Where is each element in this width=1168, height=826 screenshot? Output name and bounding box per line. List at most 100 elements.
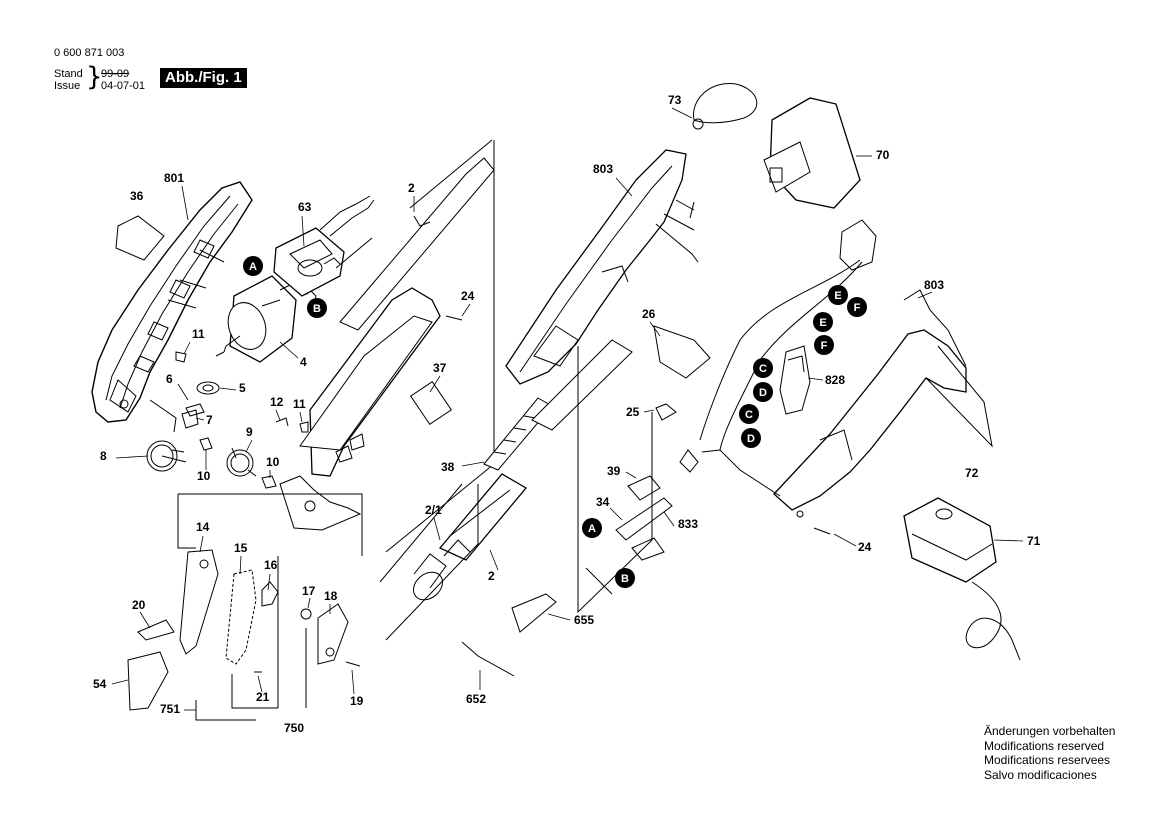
label-14: 14 [196,520,210,534]
part-17 [300,608,312,620]
label-38: 38 [441,460,455,474]
screw-19 [345,661,361,667]
label-655: 655 [574,613,594,627]
modifications-note: Änderungen vorbehalten Modifications res… [984,724,1154,782]
label-plate-37 [410,380,452,426]
bracket-63 [273,195,375,297]
label-plate-36 [115,215,165,261]
charger-cord [965,581,1021,661]
pinion-7 [181,409,199,429]
label-833: 833 [678,517,698,531]
issue-date: 04-07-01 [101,80,146,92]
pin-10a [199,437,213,451]
wire-833 [615,497,673,541]
label-751: 751 [160,702,180,716]
label-9: 9 [246,425,253,439]
label-24-upper: 24 [461,289,475,303]
screw-24a [445,315,463,321]
charger-71 [903,497,997,583]
stand-date: 99-09 [101,68,130,80]
frame-750 [177,493,363,556]
label-39: 39 [607,464,621,478]
note-english: Modifications reserved [984,738,1105,753]
label-828: 828 [825,373,845,387]
label-17: 17 [302,584,316,598]
note-spanish: Salvo modificaciones [984,767,1097,782]
label-4: 4 [300,355,307,369]
label-26: 26 [642,307,656,321]
sprocket-16 [261,581,279,607]
connector-f-1-letter: F [854,302,861,314]
screw-24b [813,527,831,535]
connector-f-2-letter: F [821,340,828,352]
switch-828 [779,345,811,415]
label-2-upper: 2 [408,181,415,195]
label-18: 18 [324,589,338,603]
connector-b-2 [615,568,635,588]
connector-c-1-letter: C [759,363,767,375]
label-10-left: 10 [197,469,211,483]
label-16: 16 [264,558,278,572]
label-652: 652 [466,692,486,706]
housing-half-803-right [773,289,993,518]
label-25: 25 [626,405,640,419]
label-15: 15 [234,541,248,555]
label-803-right: 803 [924,278,944,292]
connector-a-2-letter: A [588,523,596,535]
connector-b-1-letter: B [313,303,321,315]
housing-half-803-left [505,149,699,385]
part-20 [137,619,175,641]
connector-c-2-letter: C [745,409,753,421]
connector-f-2 [814,335,834,355]
clip-12 [275,417,289,427]
brace-symbol: } [86,62,103,92]
lanyard-73 [693,83,758,124]
connector-f-1 [847,297,867,317]
label-70: 70 [876,148,890,162]
label-11-right: 11 [293,397,306,411]
pin-10b [261,475,277,489]
shaft-housing [279,287,452,531]
label-71: 71 [1027,534,1041,548]
label-750: 750 [284,721,304,735]
screw-11a [175,351,187,363]
connector-e-2-letter: E [819,317,826,329]
label-20: 20 [132,598,146,612]
guard-54 [127,651,169,711]
drawing-header: 0 600 871 003 Stand Issue } 99-09 04-07-… [0,0,260,100]
connector-e-1 [828,285,848,305]
stand-label: Stand [54,68,83,80]
issue-label: Issue [54,80,81,92]
frame-right [577,346,653,614]
label-8: 8 [100,449,107,463]
group-brackets [195,556,307,721]
tube-2-upper [339,157,495,331]
clamp-39b [631,537,665,561]
connector-a-1-letter: A [249,261,257,273]
tube-2-lower [531,339,633,431]
clamp-39 [627,475,661,501]
battery-pack-70 [763,97,861,209]
gear-head-21 [413,473,527,601]
label-6: 6 [166,372,173,386]
connector-d-2-letter: D [747,433,755,445]
ring-6 [185,403,205,417]
gear-9 [226,449,254,477]
connector-b-1 [307,298,327,318]
label-803-left: 803 [593,162,613,176]
guide-bar-14 [179,549,219,655]
label-11-left: 11 [192,327,205,341]
washer-5 [196,381,220,395]
holder-26 [653,325,711,379]
cover-18 [317,603,349,665]
label-72: 72 [965,466,979,480]
housing-half-801 [91,181,253,433]
connector-d-1 [753,382,773,402]
connector-c-1 [753,358,773,378]
label-2-1: 2/1 [425,503,442,517]
label-19: 19 [350,694,364,708]
terminal-block [839,219,877,271]
label-63: 63 [298,200,312,214]
label-34: 34 [596,495,610,509]
